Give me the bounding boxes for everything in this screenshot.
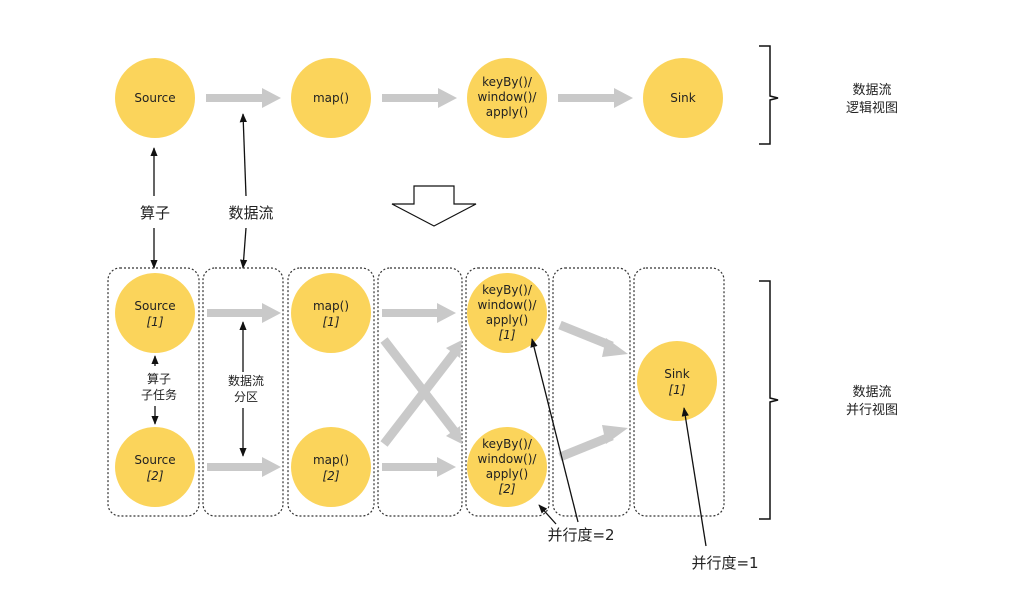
- column-sink: [633, 267, 725, 517]
- column-keyby: [465, 267, 550, 517]
- parallelism2-label: 并行度=2: [547, 526, 614, 544]
- parallel-arrow-map1-keyby1: [382, 303, 456, 323]
- node-label-line: apply(): [486, 105, 528, 119]
- parallel-arrow-keyby2-sink: [558, 431, 614, 462]
- parallel-node-source-1: Source [1]: [115, 273, 195, 353]
- node-index: [1]: [669, 383, 686, 397]
- logical-arrow-2: [382, 88, 457, 108]
- column-stream-1: [202, 267, 284, 517]
- logical-brace: [759, 45, 779, 145]
- column-source: [107, 267, 200, 517]
- parallelism2-arrow-keyby1: [530, 338, 579, 523]
- subtask-label-1: 算子: [147, 371, 171, 386]
- node-index: [1]: [147, 315, 164, 329]
- node-index: [1]: [323, 315, 340, 329]
- transform-arrow: [391, 185, 477, 227]
- keyby2-sink-head: [602, 425, 628, 444]
- logical-node-keyby: keyBy()/ window()/ apply(): [467, 58, 547, 138]
- parallel-arrow-map2-keyby2: [382, 457, 456, 477]
- parallel-side-label-1: 数据流: [852, 385, 891, 400]
- subtask-label-2: 子任务: [141, 387, 177, 402]
- column-stream-3: [552, 267, 631, 517]
- keyby1-sink-head: [602, 338, 628, 357]
- parallel-arrow-keyby1-sink: [558, 320, 614, 351]
- parallel-node-map-1: map() [1]: [291, 273, 371, 353]
- parallel-node-keyby-2: keyBy()/ window()/ apply() [2]: [467, 427, 547, 507]
- parallel-node-sink-1: Sink [1]: [637, 341, 717, 421]
- node-label: Source: [134, 299, 175, 313]
- partition-label-2: 分区: [234, 390, 258, 404]
- stream-arrow-up: [239, 113, 247, 197]
- node-label: map(): [313, 299, 349, 313]
- node-label: map(): [313, 91, 349, 105]
- cross-up-head: [446, 340, 462, 358]
- parallel-node-source-2: Source [2]: [115, 427, 195, 507]
- node-label: Sink: [664, 367, 690, 381]
- node-label-line: window()/: [478, 452, 538, 466]
- node-index: [2]: [499, 482, 516, 496]
- parallel-brace: [759, 280, 779, 520]
- node-label-line: keyBy()/: [482, 437, 533, 451]
- node-index: [2]: [323, 469, 340, 483]
- parallel-arrow-cross-up: [380, 349, 459, 447]
- logical-side-label-2: 逻辑视图: [846, 101, 898, 116]
- node-label: Source: [134, 453, 175, 467]
- parallel-node-map-2: map() [2]: [291, 427, 371, 507]
- stream-label: 数据流: [228, 204, 273, 222]
- parallelism2-arrow-keyby2: [538, 504, 557, 525]
- parallelism1-label: 并行度=1: [691, 554, 758, 572]
- column-stream-2: [377, 267, 463, 517]
- parallel-side-label-2: 并行视图: [846, 403, 898, 418]
- node-label-line: keyBy()/: [482, 75, 533, 89]
- node-label-line: keyBy()/: [482, 283, 533, 297]
- parallel-view: Source [1] Source [2] map() [1] map() [2…: [107, 267, 898, 572]
- cross-down-head: [446, 426, 462, 444]
- logical-node-source: Source: [115, 58, 195, 138]
- parallel-arrow-source1-map1: [207, 303, 281, 323]
- node-label-line: apply(): [486, 467, 528, 481]
- node-label-line: window()/: [478, 90, 538, 104]
- column-map: [287, 267, 375, 517]
- partition-label-1: 数据流: [228, 373, 264, 388]
- parallel-arrow-source2-map2: [207, 457, 281, 477]
- node-index: [1]: [499, 328, 516, 342]
- node-label: Sink: [670, 91, 696, 105]
- node-index: [2]: [147, 469, 164, 483]
- node-label-line: apply(): [486, 313, 528, 327]
- node-label: Source: [134, 91, 175, 105]
- node-label: map(): [313, 453, 349, 467]
- logical-view: Source map() keyBy()/ window()/ apply() …: [115, 45, 898, 145]
- parallel-node-keyby-1: keyBy()/ window()/ apply() [1]: [467, 273, 547, 353]
- logical-arrow-1: [206, 88, 281, 108]
- parallelism1-arrow: [681, 407, 707, 547]
- operator-label: 算子: [140, 204, 170, 222]
- stream-arrow-down: [239, 227, 248, 269]
- logical-node-sink: Sink: [643, 58, 723, 138]
- logical-node-map: map(): [291, 58, 371, 138]
- logical-side-label-1: 数据流: [852, 83, 891, 98]
- node-label-line: window()/: [478, 298, 538, 312]
- middle-annotations: 算子 数据流: [140, 113, 477, 269]
- parallel-arrow-cross-down: [380, 337, 459, 435]
- logical-arrow-3: [558, 88, 633, 108]
